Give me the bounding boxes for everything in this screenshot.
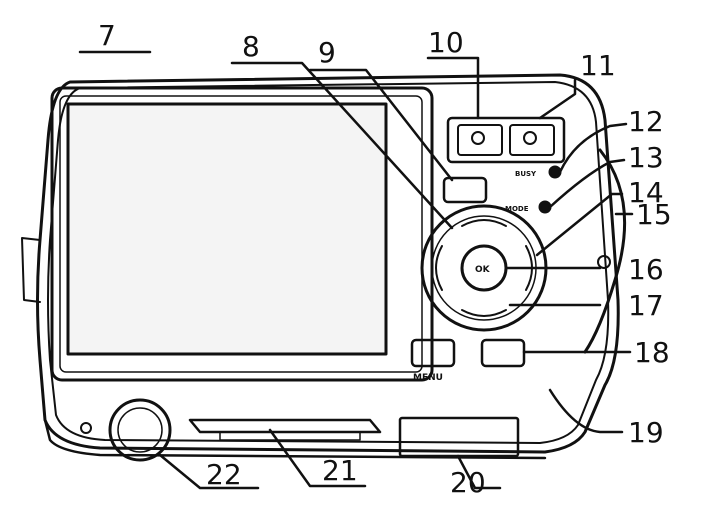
mode-indicator bbox=[538, 200, 552, 214]
zoom-button-housing bbox=[446, 116, 566, 164]
busy-label: BUSY bbox=[515, 170, 537, 178]
leader-line-19 bbox=[548, 388, 624, 434]
leader-line-12 bbox=[558, 122, 628, 174]
lcd-screen bbox=[66, 102, 388, 356]
strap-eyelet-hole bbox=[597, 255, 611, 269]
usb-port bbox=[188, 418, 382, 434]
camera-side-edge bbox=[21, 237, 41, 303]
zoom-in-button bbox=[509, 124, 555, 156]
mode-label: MODE bbox=[505, 205, 529, 213]
zoom-out-icon bbox=[471, 131, 485, 145]
tripod-socket bbox=[108, 398, 172, 462]
leader-line-10 bbox=[426, 56, 480, 120]
callout-11: 11 bbox=[580, 49, 616, 82]
callout-9: 9 bbox=[318, 36, 336, 69]
callout-7: 7 bbox=[98, 19, 116, 52]
leader-line-14 bbox=[535, 192, 624, 257]
leader-lines bbox=[78, 50, 634, 490]
leader-line-13 bbox=[548, 158, 626, 209]
zoom-in-icon bbox=[523, 131, 537, 145]
camera-body-inner-rim bbox=[47, 81, 610, 444]
usb-port-slot bbox=[219, 431, 361, 441]
callout-15: 15 bbox=[636, 198, 672, 231]
busy-indicator bbox=[548, 165, 562, 179]
callout-19: 19 bbox=[628, 416, 664, 449]
callout-20: 20 bbox=[450, 466, 486, 499]
leader-line-22 bbox=[158, 453, 260, 490]
leader-line-8 bbox=[230, 61, 454, 230]
ok-label: OK bbox=[475, 265, 491, 275]
callout-22: 22 bbox=[206, 458, 242, 491]
menu-button bbox=[410, 338, 456, 368]
camera-bottom-edge bbox=[43, 418, 547, 460]
leader-line-11 bbox=[538, 78, 577, 120]
mode-button bbox=[442, 176, 488, 204]
up-button bbox=[461, 219, 507, 227]
leader-line-9 bbox=[308, 68, 454, 182]
playback-button bbox=[480, 338, 526, 368]
callout-16: 16 bbox=[628, 253, 664, 286]
bottom-screw bbox=[80, 422, 92, 434]
left-button bbox=[435, 245, 443, 291]
callout-8: 8 bbox=[242, 30, 260, 63]
callout-18: 18 bbox=[634, 336, 670, 369]
screen-bezel-inner bbox=[59, 95, 423, 373]
callout-21: 21 bbox=[322, 454, 358, 487]
leader-line-21 bbox=[268, 428, 367, 488]
callout-12: 12 bbox=[628, 105, 664, 138]
zoom-out-button bbox=[457, 124, 503, 156]
callout-17: 17 bbox=[628, 289, 664, 322]
callout-13: 13 bbox=[628, 141, 664, 174]
down-button bbox=[461, 309, 507, 317]
leader-line-20 bbox=[456, 454, 502, 490]
strap-eyelet bbox=[583, 148, 627, 354]
tripod-socket-inner bbox=[117, 407, 163, 453]
callout-10: 10 bbox=[428, 26, 464, 59]
menu-label: MENU bbox=[413, 373, 443, 383]
callout-14: 14 bbox=[628, 176, 664, 209]
